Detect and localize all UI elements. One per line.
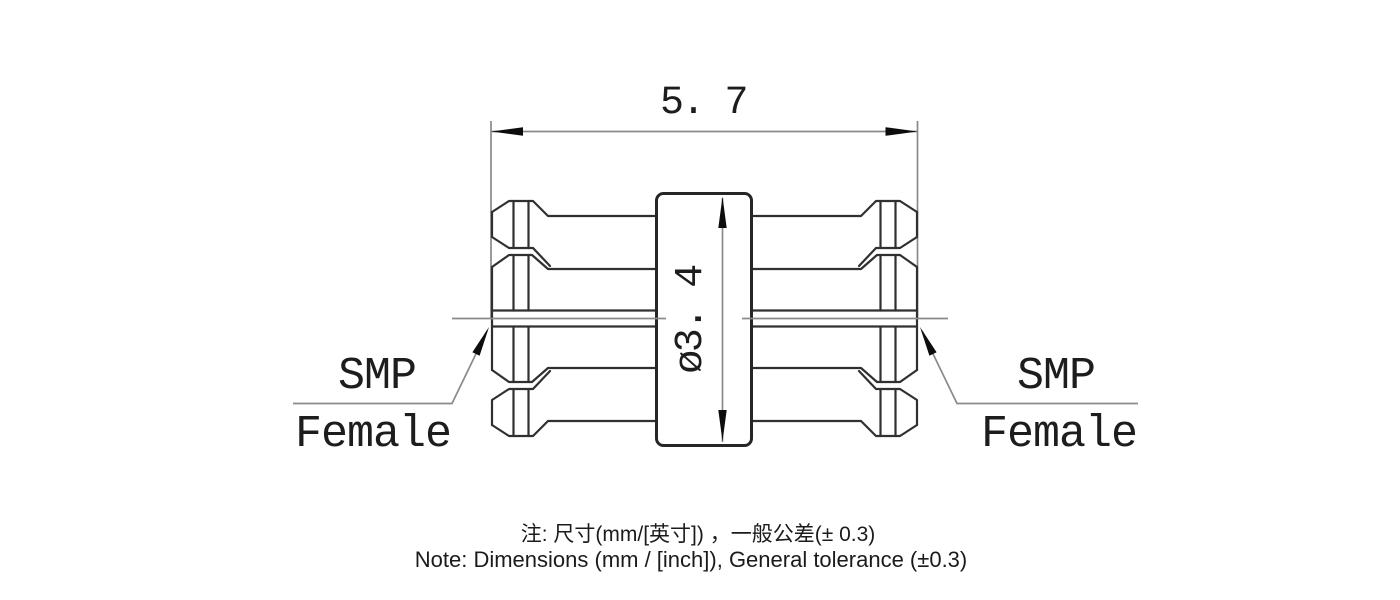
- dimension-arrow-right: [885, 127, 918, 136]
- left-leader-arrow: [472, 327, 489, 356]
- left-leader-line: [293, 330, 488, 405]
- length-dimension-label: 5. 7: [660, 81, 746, 126]
- note-line-english: Note: Dimensions (mm / [inch]), General …: [415, 547, 968, 572]
- left-connector-lower-quadrant: [490, 317, 658, 438]
- right-connector-gender-label: Female: [981, 409, 1137, 460]
- right-connector-upper-quadrant: [751, 199, 919, 320]
- diameter-arrow-down: [718, 410, 727, 442]
- note-line-chinese: 注: 尺寸(mm/[英寸]) ，一般公差(± 0.3): [521, 523, 876, 546]
- notes: 注: 尺寸(mm/[英寸]) ，一般公差(± 0.3) Note: Dimens…: [415, 523, 968, 572]
- left-connector-callout: SMP Female: [293, 327, 489, 460]
- center-body: [655, 192, 753, 447]
- diameter-dimension-label: ø3. 4: [669, 266, 714, 374]
- diameter-arrow-up: [718, 196, 727, 228]
- right-leader-arrow: [920, 327, 937, 356]
- connector-quadrant-outline: [490, 199, 658, 320]
- diameter-dimension: ø3. 4: [669, 196, 727, 442]
- left-connector-type-label: SMP: [338, 351, 416, 402]
- left-connector-gender-label: Female: [295, 409, 451, 460]
- right-connector-callout: SMP Female: [920, 327, 1138, 460]
- dimension-arrow-left: [491, 127, 523, 136]
- right-connector-type-label: SMP: [1017, 351, 1095, 402]
- right-leader-line: [921, 330, 1138, 405]
- right-connector-lower-quadrant: [751, 317, 919, 438]
